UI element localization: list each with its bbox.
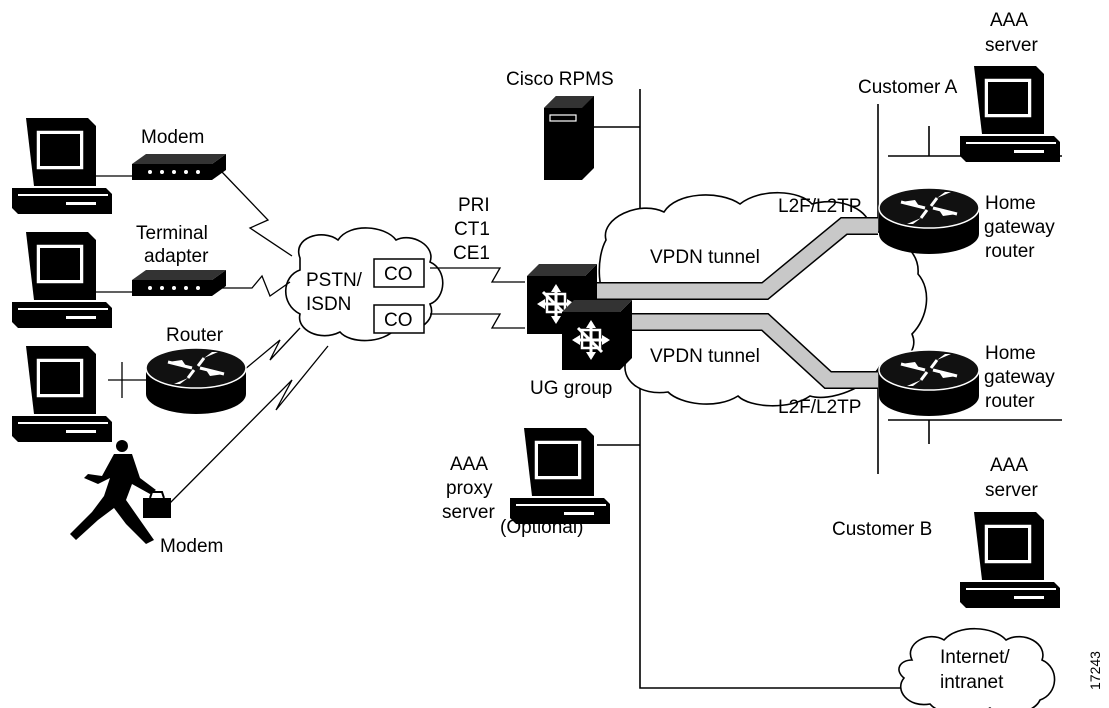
terminal-adapter-label-1: Terminal — [136, 223, 208, 244]
co-box-2 — [373, 304, 425, 334]
hgw-a-label-3: router — [985, 241, 1035, 262]
pc-modem-user — [11, 117, 113, 215]
cisco-rpms-server-icon — [544, 96, 594, 180]
co-box-1 — [373, 258, 425, 288]
ug-group-label: UG group — [530, 378, 612, 399]
aaa-proxy-label-2: proxy — [446, 478, 493, 499]
pri-link-1 — [430, 267, 525, 283]
hgw-b-label-3: router — [985, 391, 1035, 412]
home-gateway-router-a-icon — [877, 186, 981, 256]
vpdn-tunnel-label-1: VPDN tunnel — [650, 247, 760, 268]
ce1-label: CE1 — [453, 243, 490, 264]
terminal-adapter-icon — [132, 270, 226, 296]
internet-label-1: Internet/ — [940, 647, 1010, 668]
internet-label-2: intranet — [940, 672, 1004, 693]
aaa-server-b-label-1: AAA — [990, 455, 1028, 476]
aaa-server-a-label-1: AAA — [990, 10, 1028, 31]
modem-top-label: Modem — [141, 127, 204, 148]
customer-a-label: Customer A — [858, 77, 958, 98]
router-label: Router — [166, 325, 224, 346]
vpdn-tunnel-label-2: VPDN tunnel — [650, 346, 760, 367]
hgw-a-label-1: Home — [985, 193, 1036, 214]
ct1-label: CT1 — [454, 219, 490, 240]
modem-bottom-label: Modem — [160, 536, 223, 557]
ta-pstn-link — [222, 274, 291, 298]
aaa-proxy-label-1: AAA — [450, 454, 488, 475]
pc3-router-link — [108, 362, 150, 398]
customer-b-label: Customer B — [832, 519, 932, 540]
pri-link-2 — [430, 313, 525, 329]
aaa-server-b-icon — [959, 511, 1061, 609]
co-label-2: CO — [384, 310, 413, 331]
l2f-bottom-label: L2F/L2TP — [778, 397, 861, 418]
optional-label: (Optional) — [500, 517, 583, 538]
modem-pstn-link — [221, 171, 293, 257]
mobile-user-icon — [70, 440, 171, 544]
router-icon — [144, 346, 248, 416]
mobile-pstn-link — [169, 345, 329, 504]
terminal-adapter-label-2: adapter — [144, 246, 209, 267]
vpdn-tunnel-1-shape — [597, 218, 878, 299]
aaa-server-a-icon — [959, 65, 1061, 163]
aaa-proxy-server-icon — [509, 427, 611, 525]
internet-cloud — [898, 628, 1056, 708]
co-label-1: CO — [384, 264, 413, 285]
hgw-a-label-2: gateway — [984, 217, 1055, 238]
cisco-rpms-label: Cisco RPMS — [506, 69, 614, 90]
pc-terminal-user — [11, 231, 113, 329]
hgw-b-label-2: gateway — [984, 367, 1055, 388]
ug-switch-2-icon — [560, 298, 634, 372]
aaa-server-b-label-2: server — [985, 480, 1038, 501]
l2f-top-label: L2F/L2TP — [778, 196, 861, 217]
vpdn-tunnel-2-shape — [597, 314, 878, 388]
aaa-proxy-label-3: server — [442, 502, 495, 523]
router-pstn-link — [243, 327, 301, 371]
figure-id-label: 17243 — [1087, 651, 1103, 690]
aaa-server-a-label-2: server — [985, 35, 1038, 56]
pri-label: PRI — [458, 195, 490, 216]
pc-router-user — [11, 345, 113, 443]
pstn-label-1: PSTN/ — [306, 270, 363, 291]
home-gateway-router-b-icon — [877, 348, 981, 418]
pstn-label-2: ISDN — [306, 294, 351, 315]
modem-icon — [132, 154, 226, 180]
hgw-b-label-1: Home — [985, 343, 1036, 364]
